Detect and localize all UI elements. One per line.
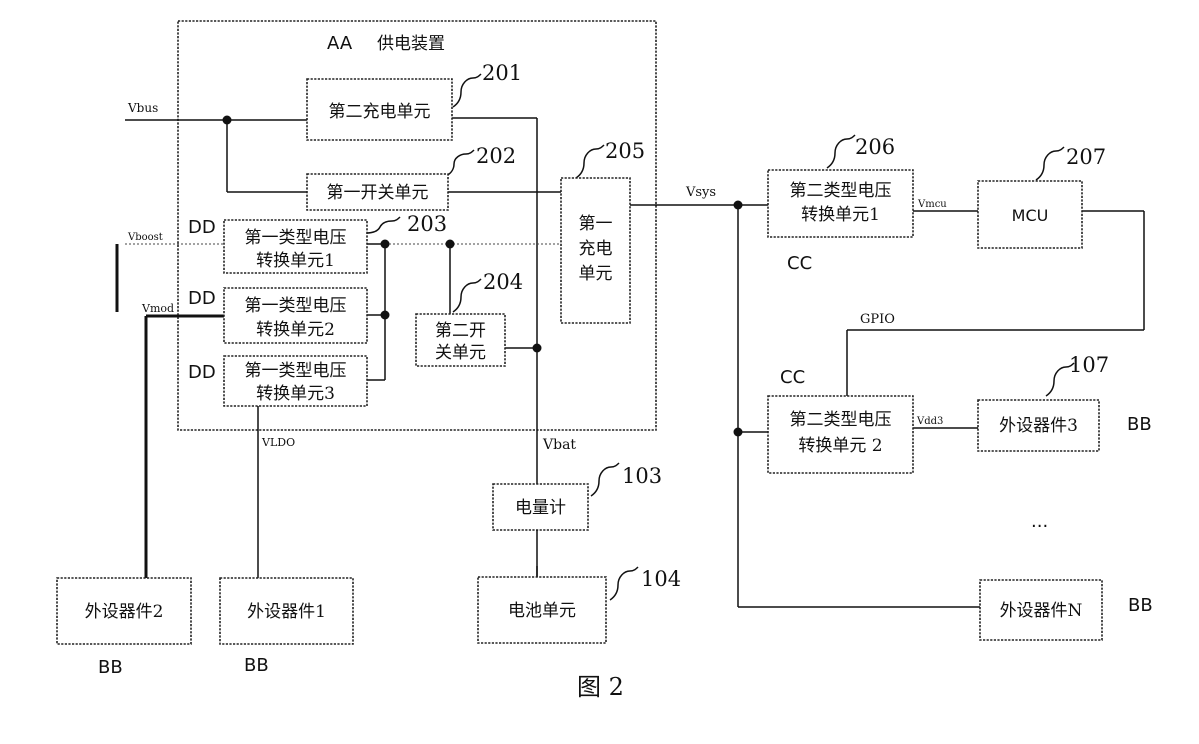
signal-vsys: Vsys xyxy=(685,185,716,200)
battery-unit-label: 电池单元 xyxy=(508,601,576,621)
second-switch-unit-block: 第二开 关单元 xyxy=(416,314,505,366)
bb-tag-p3: BB xyxy=(1127,414,1152,435)
peripheral-1-label: 外设器件1 xyxy=(247,602,326,622)
figure-caption: 图 2 xyxy=(577,673,624,701)
cc-tag-2: CC xyxy=(780,367,805,388)
ref-205: 205 xyxy=(605,139,645,163)
ref-203: 203 xyxy=(407,212,447,236)
second-charging-unit-label: 第二充电单元 xyxy=(329,102,431,122)
voltage-converter-type1-unit3-block: 第一类型电压 转换单元3 xyxy=(224,356,367,406)
first-charging-unit-line1: 第一 xyxy=(579,214,613,234)
cc-tag-1: CC xyxy=(787,253,812,274)
device-name: 供电装置 xyxy=(377,34,445,54)
peripheral-n-label: 外设器件N xyxy=(1000,601,1083,621)
bb-tag-pn: BB xyxy=(1128,595,1153,616)
ref-202: 202 xyxy=(476,144,516,168)
mcu-block: MCU xyxy=(978,181,1082,248)
ref-204: 204 xyxy=(483,270,523,294)
mcu-label: MCU xyxy=(1012,206,1049,225)
bb-tag-p1: BB xyxy=(244,655,269,676)
signal-gpio: GPIO xyxy=(860,312,895,327)
peripheral-3-block: 外设器件3 xyxy=(978,400,1099,451)
peripheral-2-label: 外设器件2 xyxy=(85,602,164,622)
peripheral-1-block: 外设器件1 xyxy=(220,578,353,644)
voltage-converter-type1-unit2-block: 第一类型电压 转换单元2 xyxy=(224,288,367,343)
converter-type2-unit2-line2: 转换单元 2 xyxy=(798,436,882,456)
signal-vbat: Vbat xyxy=(542,437,576,453)
ref-103: 103 xyxy=(622,464,662,488)
first-charging-unit-line3: 单元 xyxy=(579,264,613,284)
converter-type1-unit2-line1: 第一类型电压 xyxy=(245,296,347,316)
signal-vdd3: Vdd3 xyxy=(916,416,943,427)
dd-tag-3: DD xyxy=(188,362,216,383)
voltage-converter-type1-unit1-block: 第一类型电压 转换单元1 xyxy=(224,220,367,273)
converter-type1-unit1-line2: 转换单元1 xyxy=(256,251,335,271)
signal-vmod: Vmod xyxy=(141,302,174,315)
ref-207: 207 xyxy=(1066,145,1106,169)
converter-type1-unit1-line1: 第一类型电压 xyxy=(245,228,347,248)
converter-type1-unit3-line2: 转换单元3 xyxy=(256,384,335,404)
converter-type1-unit3-line1: 第一类型电压 xyxy=(245,361,347,381)
converter-type2-unit1-line1: 第二类型电压 xyxy=(790,181,892,201)
signal-vldo: VLDO xyxy=(261,436,295,449)
converter-type1-unit2-line2: 转换单元2 xyxy=(256,320,335,340)
second-switch-unit-line1: 第二开 xyxy=(435,321,486,341)
first-charging-unit-line2: 充电 xyxy=(579,239,613,259)
fuel-gauge-label: 电量计 xyxy=(515,498,566,518)
converter-type2-unit1-line2: 转换单元1 xyxy=(801,205,880,225)
ref-206: 206 xyxy=(855,135,895,159)
first-charging-unit-block: 第一 充电 单元 xyxy=(561,178,630,323)
first-switch-unit-block: 第一开关单元 xyxy=(307,174,448,210)
signal-vbus: Vbus xyxy=(127,101,158,115)
battery-unit-block: 电池单元 xyxy=(478,577,606,643)
second-switch-unit-line2: 关单元 xyxy=(435,343,486,363)
peripheral-n-block: 外设器件N xyxy=(980,580,1102,640)
ref-104: 104 xyxy=(641,567,681,591)
signal-vboost: Vboost xyxy=(127,232,163,243)
dd-tag-2: DD xyxy=(188,288,216,309)
bb-tag-p2: BB xyxy=(98,657,123,678)
first-switch-unit-label: 第一开关单元 xyxy=(327,183,429,203)
voltage-converter-type2-unit1-block: 第二类型电压 转换单元1 xyxy=(768,170,913,237)
peripheral-3-label: 外设器件3 xyxy=(999,416,1078,436)
peripheral-2-block: 外设器件2 xyxy=(57,578,191,644)
ref-201: 201 xyxy=(482,61,522,85)
converter-type2-unit2-line1: 第二类型电压 xyxy=(790,410,892,430)
dd-tag-1: DD xyxy=(188,217,216,238)
device-letter: AA xyxy=(327,33,353,54)
signal-vmcu: Vmcu xyxy=(917,199,947,210)
second-charging-unit-block: 第二充电单元 xyxy=(307,79,452,140)
ref-107: 107 xyxy=(1069,353,1109,377)
voltage-converter-type2-unit2-block: 第二类型电压 转换单元 2 xyxy=(768,396,913,473)
more-peripherals-ellipsis: ... xyxy=(1031,511,1048,532)
fuel-gauge-block: 电量计 xyxy=(493,484,588,530)
